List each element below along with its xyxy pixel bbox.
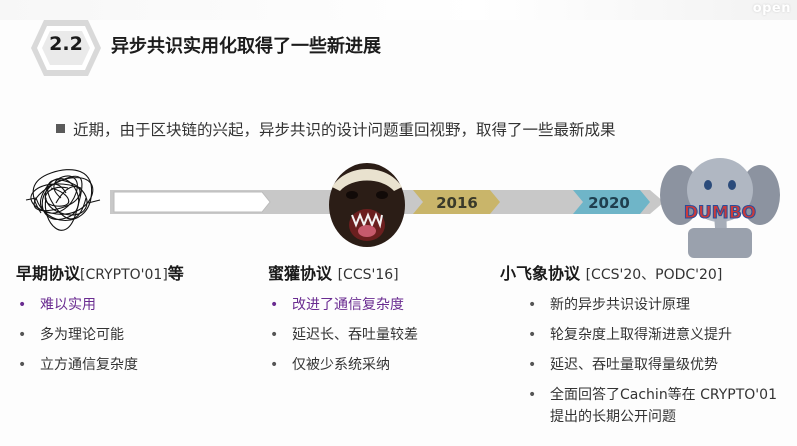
honeybadger-protocol-title: 蜜獾协议 [CCS'16] bbox=[268, 264, 399, 283]
list-item: •难以实用 bbox=[18, 297, 96, 313]
dumbo-elephant-icon: DUMBO bbox=[660, 158, 780, 258]
hexagon-icon bbox=[31, 20, 101, 76]
dumbo-protocol-points: •新的异步共识设计原理 •轮复杂度上取得渐进意义提升 •延迟、吞吐量取得量级优势… bbox=[526, 290, 794, 428]
list-item: •全面回答了Cachin等在 CRYPTO'01 提出的长期公开问题 bbox=[528, 387, 777, 425]
section-badge: 2.2 bbox=[30, 18, 102, 78]
honeybadger-protocol-points: •改进了通信复杂度 •延迟长、吞吐量较差 •仅被少系统采纳 bbox=[268, 290, 418, 380]
list-item: •立方通信复杂度 bbox=[18, 357, 138, 373]
list-item: •延迟、吞吐量取得量级优势 bbox=[528, 357, 718, 373]
intro-text: 近期，由于区块链的兴起，异步共识的设计问题重回视野，取得了一些最新成果 bbox=[73, 121, 616, 139]
list-item: •延迟长、吞吐量较差 bbox=[270, 327, 418, 343]
early-protocol-points: •难以实用 •多为理论可能 •立方通信复杂度 bbox=[16, 290, 138, 380]
list-item: •多为理论可能 bbox=[18, 327, 124, 343]
top-decoration bbox=[0, 0, 797, 20]
intro-bullet: 近期，由于区块链的兴起，异步共识的设计问题重回视野，取得了一些最新成果 bbox=[56, 118, 616, 140]
scribble-icon bbox=[25, 169, 101, 231]
timeline-2020-segment bbox=[573, 190, 650, 214]
timeline-early-segment bbox=[113, 191, 271, 213]
brand-logo: open bbox=[752, 1, 791, 16]
early-protocol-title: 早期协议[CRYPTO'01]等 bbox=[16, 264, 184, 283]
dumbo-text: DUMBO bbox=[684, 203, 756, 223]
square-bullet-icon bbox=[56, 124, 65, 133]
timeline-2016-segment bbox=[413, 190, 500, 214]
year-2016-label: 2016 bbox=[436, 194, 478, 212]
list-item: •轮复杂度上取得渐进意义提升 bbox=[528, 327, 732, 343]
year-2020-label: 2020 bbox=[588, 194, 630, 212]
honey-badger-icon bbox=[329, 163, 405, 247]
list-item: •新的异步共识设计原理 bbox=[528, 297, 690, 313]
section-number: 2.2 bbox=[49, 33, 83, 55]
list-item: •改进了通信复杂度 bbox=[270, 297, 404, 313]
dumbo-protocol-title: 小飞象协议 [CCS'20、PODC'20] bbox=[500, 264, 723, 283]
list-item: •仅被少系统采纳 bbox=[270, 357, 390, 373]
page-title: 异步共识实用化取得了一些新进展 bbox=[111, 36, 381, 57]
